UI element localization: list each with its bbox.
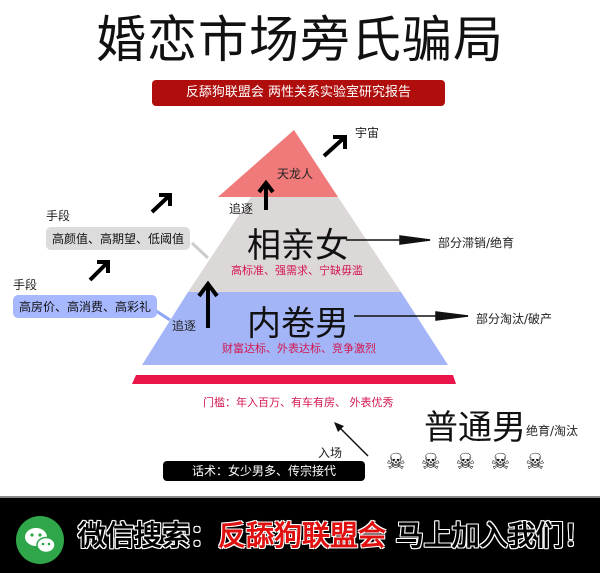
ordinary-man-label: 普通男: [424, 408, 526, 448]
ordinary-man-outcome: 绝育/淘汰: [526, 424, 579, 438]
chase-label: 追逐: [172, 319, 197, 333]
bottom-tier-label: 内卷男: [247, 304, 349, 344]
skull-icon: ☠: [490, 450, 511, 475]
page-title: 婚恋市场旁氏骗局: [96, 11, 504, 69]
middle-tier-label: 相亲女: [247, 226, 349, 266]
entry-label: 入场: [318, 446, 343, 460]
middle-tier-desc: 高标准、强需求、宁缺毋滥: [231, 264, 363, 277]
arrow-right-icon: [346, 235, 469, 321]
banner-prefix: 微信搜索：: [78, 519, 219, 552]
entry-arrow-icon: [334, 422, 369, 457]
skull-icon: ☠: [525, 450, 546, 475]
banner-text: 微信搜索：反舔狗联盟会 马上加入我们！: [78, 514, 592, 554]
bottom-tier-desc: 财富达标、外表达标、竞争激烈: [222, 342, 376, 355]
banner-name[interactable]: 反舔狗联盟会: [218, 519, 387, 552]
skull-icon: ☠: [420, 450, 441, 475]
banner-suffix: 马上加入我们！: [395, 519, 592, 552]
top-exit-label: 宇宙: [355, 126, 380, 140]
pyramid-diagram: [88, 130, 469, 384]
pyramid-middle-tier: [188, 197, 401, 292]
means-heading: 手段: [46, 209, 71, 223]
footer-banner: [0, 496, 600, 573]
chase-label: 追逐: [229, 202, 254, 216]
means-heading: 手段: [13, 278, 38, 292]
arrow-up-icon: [197, 179, 275, 328]
bottom-tier-outcome: 部分淘汰/破产: [476, 312, 553, 326]
middle-tier-outcome: 部分滞销/绝育: [438, 236, 515, 250]
threshold-text: 门槛：年入百万、有车有房、 外表优秀: [203, 396, 394, 409]
skull-row: ☠ ☠ ☠ ☠ ☠: [386, 450, 555, 475]
pyramid-base-bar: [132, 375, 456, 384]
means-upper-pill: 高颜值、高期望、低阈值: [46, 227, 191, 250]
wechat-icon: [16, 516, 64, 564]
arrow-diagonal-icon: [88, 135, 347, 282]
skull-icon: ☠: [455, 450, 476, 475]
means-lower-pill: 高房价、高消费、高彩礼: [13, 295, 158, 318]
pyramid-bottom-tier: [142, 292, 448, 365]
rhetoric-box: 话术：女少男多、传宗接代: [163, 461, 365, 481]
subtitle-badge: 反舔狗联盟会 两性关系实验室研究报告: [152, 80, 445, 106]
top-tier-label: 天龙人: [277, 167, 314, 181]
skull-icon: ☠: [386, 450, 406, 475]
